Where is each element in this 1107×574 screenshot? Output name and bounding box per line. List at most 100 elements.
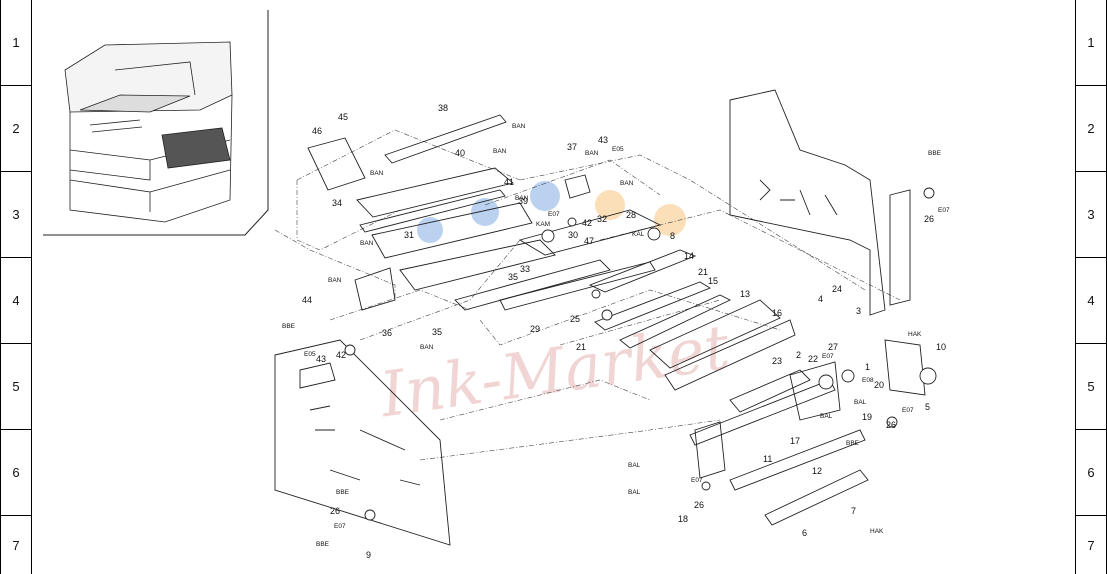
part-33 [399,239,556,291]
row-index-right: 1 2 3 4 5 6 7 [1075,0,1107,574]
code-e08: E08 [862,377,874,384]
part-14 [588,249,697,293]
callout-23: 23 [772,356,782,366]
part-11 [689,379,836,446]
code-ban: BAN [370,170,384,177]
callout-41: 41 [504,177,514,187]
code-ban: BAN [420,344,434,351]
callout-26c: 26 [694,500,704,510]
callout-11: 11 [763,454,772,464]
code-kam: KAM [536,221,550,228]
callout-7: 7 [851,506,856,516]
callout-24: 24 [832,284,842,294]
callout-4: 4 [818,294,823,304]
callout-16: 16 [772,308,782,318]
callout-12: 12 [812,466,822,476]
row-index-4: 4 [1,258,31,344]
part-40 [356,167,514,218]
watermark-text: Ink-Market [375,310,734,431]
callout-labels: 1 2 3 4 5 6 7 8 9 10 11 12 13 14 15 16 1… [302,103,946,560]
part-18-bracket [694,421,726,479]
callout-17: 17 [790,436,800,446]
callout-27: 27 [828,342,838,352]
row-index-7: 7 [12,537,20,553]
callout-5: 5 [925,402,930,412]
callout-34: 34 [332,198,342,208]
callout-6: 6 [802,528,807,538]
leader-lines [274,129,901,461]
callout-44: 44 [302,295,312,305]
row-index-2: 2 [1,86,31,172]
code-bal: BAL [628,489,641,496]
row-index-1: 1 [1,0,31,86]
code-hak: HAK [870,528,884,535]
row-index-4: 4 [1076,258,1106,344]
callout-46: 46 [312,126,322,136]
callout-42b: 42 [336,350,346,360]
part-31 [371,202,533,259]
part-15 [619,294,732,349]
callout-30: 30 [568,230,578,240]
callout-26a: 26 [924,214,934,224]
code-bal: BAL [854,399,867,406]
callout-35a: 35 [508,272,518,282]
callout-28: 28 [626,210,636,220]
callout-39: 39 [518,196,528,206]
callout-21b: 21 [576,342,586,352]
callout-9: 9 [366,550,371,560]
row-index-2: 2 [1076,86,1106,172]
code-ban: BAN [512,123,526,130]
machine-overview-inset [43,10,269,236]
part-46 [307,137,366,191]
part-47 [518,209,662,256]
row-index-3: 3 [1,172,31,258]
callout-13: 13 [740,289,750,299]
callout-35b: 35 [432,327,442,337]
row-index-7: 7 [1087,537,1095,553]
callout-45: 45 [338,112,348,122]
part-20-bracket [884,339,926,396]
code-ban: BAN [493,148,507,155]
callout-31: 31 [404,230,414,240]
code-e07: E07 [938,207,950,214]
part-19-bracket [789,361,841,421]
callout-19: 19 [862,412,872,422]
code-bbe: BBE [316,541,330,548]
callout-8: 8 [670,231,675,241]
callout-3: 3 [856,306,861,316]
code-bbe: BBE [928,150,942,157]
callout-43a: 43 [598,135,608,145]
callout-26b: 26 [886,420,896,430]
part-38 [384,114,507,164]
code-e07: E07 [822,353,834,360]
row-index-3: 3 [1076,172,1106,258]
code-e07: E07 [691,477,703,484]
code-bal: BAL [820,413,833,420]
exploded-parts-diagram: Ink-Market [43,10,950,560]
row-index-6: 6 [1076,430,1106,516]
callout-47: 47 [584,236,594,246]
callout-29: 29 [530,324,540,334]
part-35a [454,259,611,311]
fastener-code-labels: BAN BAN BAN BAN BAN BAN BAN BAN BAN BBE … [282,123,950,548]
callout-37: 37 [567,142,577,152]
callout-36: 36 [382,328,392,338]
callout-43b: 43 [316,354,326,364]
code-e07: E07 [902,407,914,414]
part-37 [564,174,591,199]
code-bbe: BBE [846,440,860,447]
rails-and-plates [307,114,926,526]
code-hak: HAK [908,331,922,338]
row-index-5: 5 [1076,344,1106,430]
callout-1: 1 [865,362,870,372]
code-e05: E05 [304,351,316,358]
callout-26d: 26 [330,506,340,516]
code-ban: BAN [585,150,599,157]
callout-32: 32 [597,214,607,224]
row-index-5: 5 [1,344,31,430]
callout-18: 18 [678,514,688,524]
code-ban: BAN [360,240,374,247]
row-index-1: 1 [1076,0,1106,86]
callout-40: 40 [455,148,465,158]
code-kal: KAL [632,231,645,238]
